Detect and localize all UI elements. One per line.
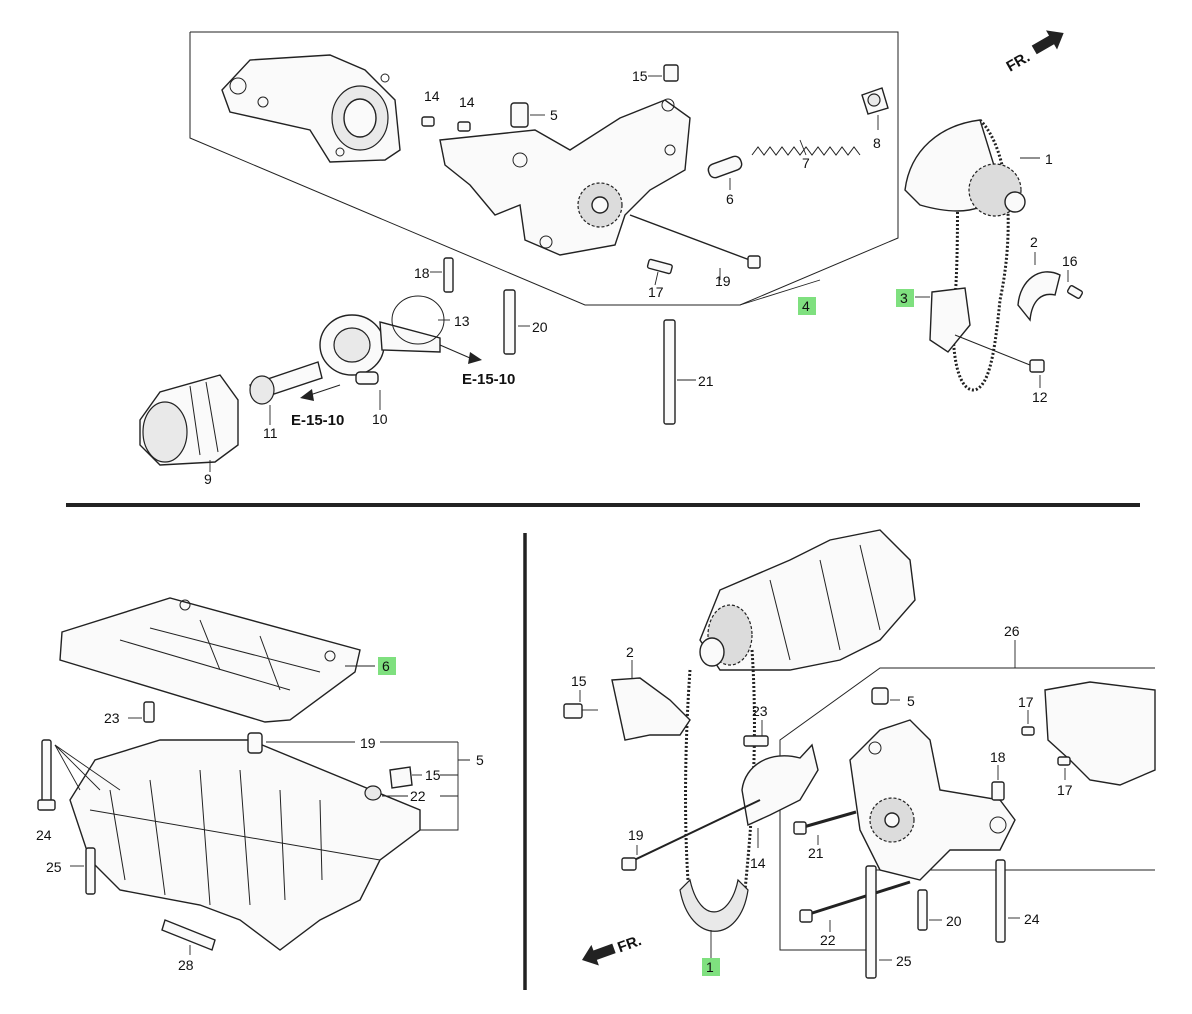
pump-cover	[221, 54, 401, 163]
callout-26: 26	[1004, 623, 1020, 639]
callout-5: 5	[907, 693, 915, 709]
callout-22: 22	[820, 932, 836, 948]
callout-5: 5	[550, 107, 558, 123]
oil-filter	[139, 374, 239, 466]
bottom-left-section: 6 23 19 5 15 22 24 25 28	[36, 597, 484, 973]
fr-arrow-icon: FR.	[582, 932, 644, 966]
callout-18: 18	[414, 265, 430, 281]
callout-17: 17	[648, 284, 664, 300]
callout-21: 21	[698, 373, 714, 389]
bottom-right-section: FR. 26 2 15 23 5 17 17 18 19 14 21 1 22 …	[563, 529, 1156, 979]
callout-8: 8	[873, 135, 881, 151]
oil-pump-body	[439, 98, 691, 256]
callout-13: 13	[454, 313, 470, 329]
callout-3: 3	[900, 290, 908, 306]
callout-11: 11	[263, 425, 278, 441]
callout-1: 1	[706, 959, 714, 975]
callout-24: 24	[1024, 911, 1040, 927]
callout-23: 23	[752, 703, 768, 719]
timing-chain	[904, 118, 1040, 392]
callout-16: 16	[1062, 253, 1078, 269]
ref-e-15-10-left: E-15-10	[291, 412, 344, 429]
oil-pump-assembly	[849, 719, 1016, 881]
callout-24: 24	[36, 827, 52, 843]
callout-6: 6	[382, 658, 390, 674]
callout-28: 28	[178, 957, 194, 973]
callout-15: 15	[632, 68, 648, 84]
callout-17b: 17	[1057, 782, 1073, 798]
callout-19: 19	[360, 735, 376, 751]
callout-19: 19	[628, 827, 644, 843]
callout-4: 4	[802, 298, 810, 314]
fr-arrow-icon: FR.	[1004, 30, 1064, 76]
callout-14b: 14	[459, 94, 475, 110]
top-section: FR.	[139, 30, 1084, 487]
oil-pan	[69, 739, 421, 951]
callout-15: 15	[425, 767, 441, 783]
callout-17a: 17	[1018, 694, 1034, 710]
callout-10: 10	[372, 411, 388, 427]
callout-25: 25	[896, 953, 912, 969]
callout-14a: 14	[424, 88, 440, 104]
callout-9: 9	[204, 471, 212, 487]
baffle-plate	[59, 597, 361, 723]
fr-label: FR.	[1004, 49, 1033, 76]
callout-21: 21	[808, 845, 824, 861]
fr-label-bottom: FR.	[615, 932, 644, 956]
callout-2: 2	[626, 644, 634, 660]
callout-22: 22	[410, 788, 426, 804]
crankshaft	[699, 529, 916, 671]
callout-20: 20	[532, 319, 548, 335]
callout-1: 1	[1045, 151, 1053, 167]
callout-20: 20	[946, 913, 962, 929]
callout-15: 15	[571, 673, 587, 689]
ref-e-15-10-right: E-15-10	[462, 371, 515, 388]
callout-14: 14	[750, 855, 766, 871]
callout-23: 23	[104, 710, 120, 726]
callout-19: 19	[715, 273, 731, 289]
callout-25: 25	[46, 859, 62, 875]
callout-6: 6	[726, 191, 734, 207]
oil-cooler	[319, 314, 441, 385]
callout-5: 5	[476, 752, 484, 768]
callout-18: 18	[990, 749, 1006, 765]
callout-2: 2	[1030, 234, 1038, 250]
callout-7: 7	[802, 155, 810, 171]
callout-12: 12	[1032, 389, 1048, 405]
